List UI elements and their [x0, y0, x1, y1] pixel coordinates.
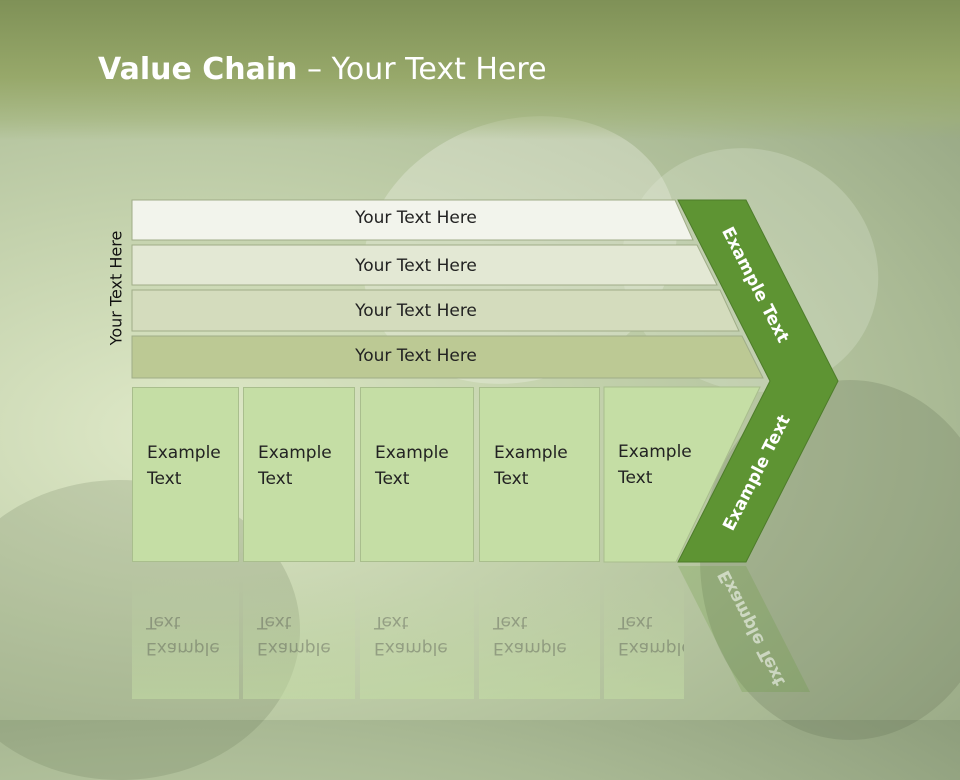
column-text-line1: Example [375, 443, 449, 463]
column-text-line1: Example [618, 442, 692, 462]
reflection-text: Example Text [618, 609, 684, 661]
reflection-text: Example Text [146, 609, 220, 661]
column-text-line2: Text [258, 469, 293, 489]
column-reflection-4: Example Text [479, 565, 600, 700]
reflection-line2: Text [374, 612, 409, 632]
row-label-1: Your Text Here [355, 208, 477, 228]
reflection-line1: Example [374, 638, 448, 658]
reflection-line2: Text [618, 612, 653, 632]
row-bar-2 [131, 244, 718, 286]
reflection-line1: Example [493, 638, 567, 658]
row-label-3: Your Text Here [355, 301, 477, 321]
column-reflection-1: Example Text [132, 565, 239, 700]
column-text-line2: Text [618, 468, 653, 488]
row-label-4: Your Text Here [355, 346, 477, 366]
column-reflection-2: Example Text [243, 565, 355, 700]
column-text-line2: Text [494, 469, 529, 489]
value-chain-shapes [131, 199, 839, 692]
reflection-line1: Example [146, 638, 220, 658]
chevron-arrow [677, 199, 839, 563]
title-band [0, 0, 960, 140]
column-text-line1: Example [494, 443, 568, 463]
column-reflection-5: Example Text [604, 565, 684, 700]
slide-title-rest: – Your Text Here [297, 52, 547, 87]
row-label-2: Your Text Here [355, 256, 477, 276]
slide-title: Value Chain – Your Text Here [98, 52, 547, 87]
reflection-text: Example Text [493, 609, 567, 661]
reflection-line2: Text [493, 612, 528, 632]
reflection-text: Example Text [257, 609, 331, 661]
reflection-line1: Example [257, 638, 331, 658]
column-text-line2: Text [375, 469, 410, 489]
column-text-line1: Example [147, 443, 221, 463]
reflection-line2: Text [146, 612, 181, 632]
reflection-line2: Text [257, 612, 292, 632]
slide-title-bold: Value Chain [98, 52, 298, 87]
column-text-line2: Text [147, 469, 182, 489]
column-text-line1: Example [258, 443, 332, 463]
reflection-line1: Example [618, 638, 684, 658]
row-bar-4 [131, 335, 764, 379]
column-reflection-3: Example Text [360, 565, 474, 700]
reflection-text: Example Text [374, 609, 448, 661]
row-bar-3 [131, 289, 740, 332]
last-column-box [603, 386, 761, 563]
chevron-arrow-reflection [678, 566, 810, 692]
row-bar-1 [131, 199, 694, 241]
